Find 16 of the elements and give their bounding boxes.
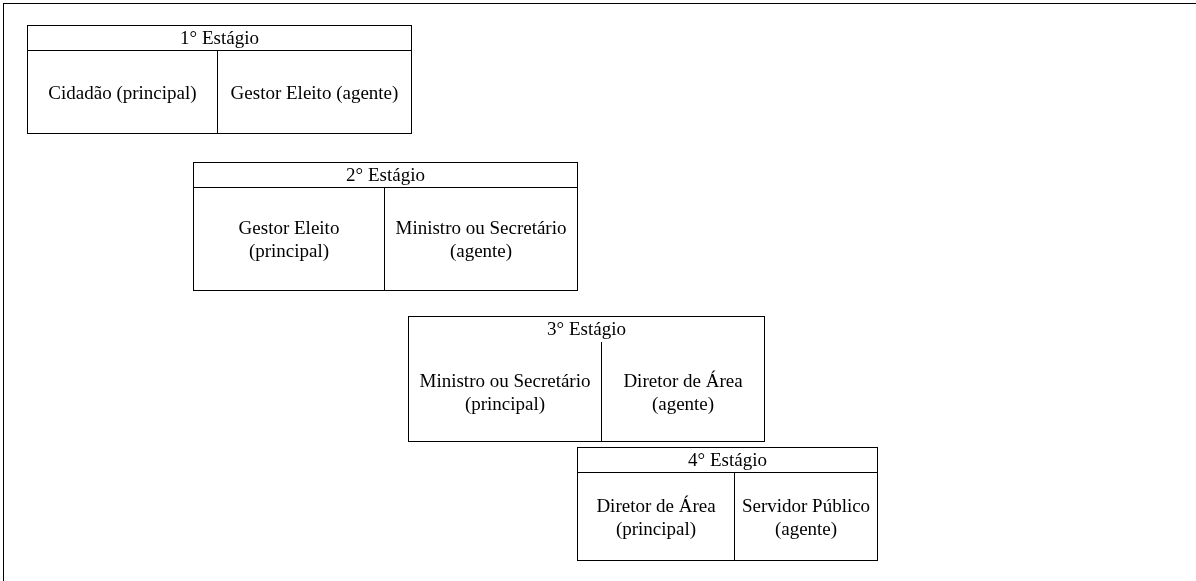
table-cell: Gestor Eleito (principal) (194, 188, 385, 290)
table-cell: Gestor Eleito (agente) (218, 51, 411, 133)
table-cell: Diretor de Área (principal) (578, 473, 735, 560)
table-heading: 1° Estágio (28, 26, 411, 51)
stage-table (577, 447, 878, 561)
table-cell: Ministro ou Secretário (agente) (385, 188, 577, 290)
table-cell: Diretor de Área (agente) (602, 342, 764, 441)
stage-table (27, 25, 412, 134)
stage-table (193, 162, 578, 291)
table-heading: 3° Estágio (546, 317, 627, 341)
table-heading: 4° Estágio (578, 448, 877, 473)
table-cell: Cidadão (principal) (28, 51, 218, 133)
stage-table (408, 316, 765, 442)
table-heading: 2° Estágio (194, 163, 577, 188)
table-cell: Servidor Público (agente) (735, 473, 877, 560)
table-cell: Ministro ou Secretário (principal) (409, 342, 602, 441)
